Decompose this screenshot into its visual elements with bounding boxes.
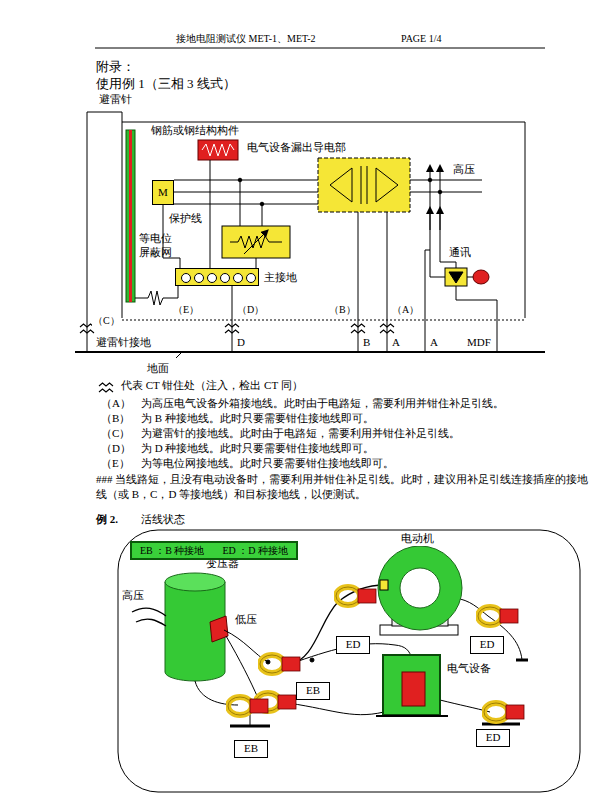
part-label: 低压 <box>234 613 258 627</box>
note-text: 为 B 种接地线。此时只要需要钳住接地线即可。 <box>140 412 375 426</box>
part-label: 钢筋或钢结构构件 <box>150 124 240 138</box>
terminal-hole <box>181 273 191 283</box>
ground-label: B <box>362 336 371 350</box>
note-text: 为 D 种接地线。此时只要需要钳住接地线即可。 <box>140 442 375 456</box>
part-label: 电气设备 <box>446 662 492 676</box>
ground-label: MDF <box>466 336 492 350</box>
terminal-hole <box>233 273 243 283</box>
section-heading: 附录： <box>95 59 136 75</box>
note-key: （E） <box>100 457 131 471</box>
legend-text: 代表 CT 钳住处（注入，检出 CT 同） <box>120 379 304 393</box>
terminal-label: （B） <box>328 304 357 317</box>
part-label: 高压 <box>452 163 476 177</box>
header-rule <box>95 48 545 49</box>
note-key: （C） <box>100 427 131 441</box>
ground-tag: ED <box>476 729 510 747</box>
part-label: 避雷针 <box>98 93 133 107</box>
box-text: ED <box>346 638 361 651</box>
ground-bar: 主接地 <box>175 268 259 286</box>
ground-label: D <box>236 336 246 350</box>
part-label: 通讯 <box>448 246 472 260</box>
ground-tag: EB <box>234 740 268 758</box>
terminal-label: （C） <box>92 315 121 328</box>
part-label: 地面 <box>146 362 170 376</box>
note-key: （B） <box>100 412 131 426</box>
box-text: ED <box>486 731 501 744</box>
ground-tag: ED <box>470 636 504 654</box>
example-title: 活线状态 <box>140 513 186 527</box>
ground-label: 避雷针接地 <box>95 336 152 350</box>
note-key: （D） <box>100 442 132 456</box>
box-text: ED ：D 种接地 <box>222 545 288 557</box>
terminal-hole <box>207 273 217 283</box>
box-text: EB <box>244 742 258 755</box>
box-text: EB ：B 种接地 <box>140 545 204 557</box>
terminal-label: （D） <box>236 304 265 317</box>
note-key: （A） <box>100 397 132 411</box>
part-label: 高压 <box>121 589 145 603</box>
box-text: M <box>158 186 168 199</box>
ground-tag: EB <box>296 682 330 700</box>
note-text: 为等电位网接地线。此时只要需要钳住接地线即可。 <box>140 457 395 471</box>
part-label: 电动机 <box>400 532 435 546</box>
motor-box: M <box>152 180 174 205</box>
part-label: 等电位 屏蔽网 <box>138 232 176 260</box>
terminal-hole <box>220 273 230 283</box>
note-text: 为避雷针的接地线。此时由于电路短，需要利用并钳住补足引线。 <box>140 427 461 441</box>
legend-box: EB ：B 种接地 ED ：D 种接地 <box>130 541 298 560</box>
box-text: EB <box>306 684 320 697</box>
note-paragraph: ### 当线路短，且没有电动设备时，需要利用并钳住补足引线。此时，建议用补足引线… <box>95 472 592 502</box>
terminal-label: （E） <box>172 304 200 317</box>
page-number: PAGE 1/4 <box>400 33 442 46</box>
diagram-one <box>75 112 545 392</box>
part-label: 电气设备漏出导电部 <box>246 141 347 155</box>
example-title: 例 2. <box>95 513 119 527</box>
ground-tag: ED <box>336 636 370 654</box>
part-label: 保护线 <box>168 212 203 226</box>
example-title: 使用例 1（三相 3 线式） <box>95 76 237 92</box>
terminal-label: （A） <box>391 304 420 317</box>
terminal-hole <box>246 273 256 283</box>
box-text: 主接地 <box>264 271 297 284</box>
diagram-two <box>118 530 580 792</box>
note-text: 为高压电气设备外箱接地线。此时由于电路短，需要利用并钳住补足引线。 <box>140 397 505 411</box>
terminal-hole <box>194 273 204 283</box>
ground-label: A <box>391 336 401 350</box>
ground-label: A <box>429 336 439 350</box>
box-text: ED <box>480 638 495 651</box>
page-header: 接地电阻测试仪 MET-1、MET-2 <box>175 33 317 46</box>
